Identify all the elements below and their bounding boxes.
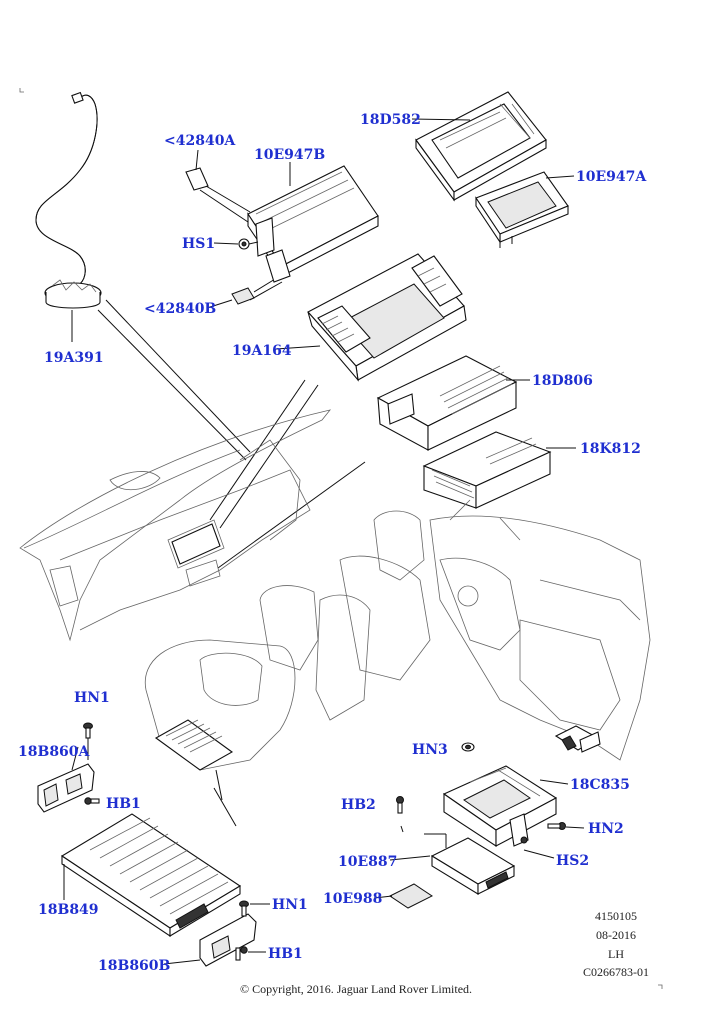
callout-HN1: HN1 <box>272 897 308 913</box>
part-HN2-nut <box>547 822 585 830</box>
part-10E988-label <box>373 883 433 909</box>
part-HN1-nut-b <box>239 900 270 917</box>
corner-mark <box>19 88 24 93</box>
callout-HN3: HN3 <box>412 742 448 758</box>
part-HS1-screw <box>213 238 259 250</box>
callout-HB1: HB1 <box>268 946 303 962</box>
callout-42840A: <42840A <box>164 133 236 149</box>
part-HB1-bolt-b <box>235 946 266 961</box>
part-18B849-amplifier <box>60 813 242 938</box>
part-42840B-label <box>206 275 283 309</box>
callout-10E947B: 10E947B <box>254 147 325 163</box>
part-HB1-bolt-a <box>84 797 100 805</box>
part-18D582-bracket <box>411 91 547 202</box>
part-10E947B-display-module <box>247 162 379 283</box>
corner-mark <box>658 984 663 989</box>
callout-18C835: 18C835 <box>570 777 630 793</box>
callout-HS2: HS2 <box>556 853 589 869</box>
callout-18B849: 18B849 <box>38 902 99 918</box>
callout-HS1: HS1 <box>182 236 215 252</box>
part-10E947A-display <box>475 171 575 248</box>
callout-HN1: HN1 <box>74 690 110 706</box>
part-10E887-module <box>389 833 516 895</box>
part-rear-module <box>554 725 601 753</box>
part-HN1-nut-a <box>83 722 93 760</box>
seats-interior-illustration <box>144 499 651 771</box>
callout-18K812: 18K812 <box>580 441 641 457</box>
part-seat-amplifier <box>154 719 237 827</box>
callout-HB2: HB2 <box>341 797 376 813</box>
callout-18B860B: 18B860B <box>98 958 171 974</box>
leader-line <box>217 461 366 569</box>
callout-10E947A: 10E947A <box>576 169 647 185</box>
diagram-code: 4150105 <box>595 909 637 923</box>
callout-18D806: 18D806 <box>532 373 593 389</box>
diagram-date: 08-2016 <box>596 928 636 942</box>
part-18B860B-bracket <box>163 913 257 967</box>
callout-18B860A: 18B860A <box>18 744 91 760</box>
callout-10E887: 10E887 <box>338 854 397 870</box>
callout-19A164: 19A164 <box>232 343 292 359</box>
callout-HN2: HN2 <box>588 821 624 837</box>
leader-line <box>219 384 319 529</box>
part-HB2-bolt <box>396 796 404 833</box>
part-18D806-unit <box>376 355 530 451</box>
copyright-notice: © Copyright, 2016. Jaguar Land Rover Lim… <box>240 982 472 996</box>
callout-19A391: 19A391 <box>44 350 104 366</box>
callout-18D582: 18D582 <box>360 112 421 128</box>
part-18K812-unit <box>422 431 576 509</box>
leader-line <box>97 309 247 461</box>
part-42840A-label <box>185 149 251 223</box>
leader-line <box>209 379 306 521</box>
part-18B860A-bracket <box>37 746 95 813</box>
part-19A391-cable <box>35 91 102 342</box>
part-18C835-bracket <box>442 765 569 859</box>
dashboard-illustration <box>19 409 332 642</box>
part-HN3-nut <box>461 742 475 752</box>
part-19A164-control-panel <box>275 253 467 382</box>
callout-10E988: 10E988 <box>323 891 382 907</box>
leader-line <box>105 299 251 453</box>
diagram-reference: C0266783-01 <box>583 965 649 979</box>
callout-42840B: <42840B <box>144 301 216 317</box>
diagram-side: LH <box>608 947 624 961</box>
callout-HB1: HB1 <box>106 796 141 812</box>
